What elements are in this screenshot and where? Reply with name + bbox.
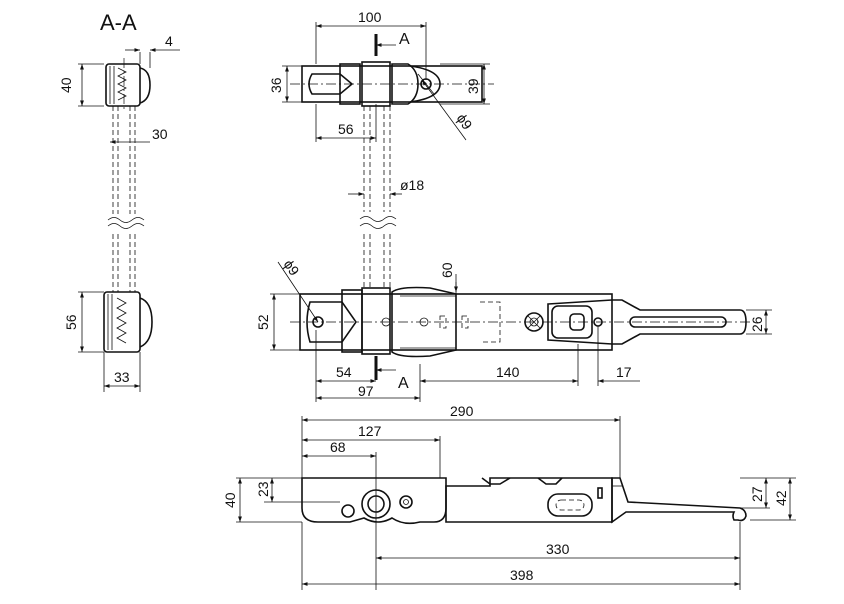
section-title: A-A: [100, 10, 137, 35]
dim-side-398: 398: [510, 567, 534, 583]
dim-front-97: 97: [358, 383, 374, 399]
section-dimensions: 40 4 30 56 33: [58, 33, 180, 392]
section-upper-part: [105, 58, 151, 112]
dim-sec-33: 33: [114, 369, 130, 385]
top-shaft: [359, 106, 397, 290]
dim-side-127: 127: [358, 423, 382, 439]
side-latch-body: [301, 477, 613, 525]
dim-top-56: 56: [338, 121, 354, 137]
dim-front-54: 54: [336, 364, 352, 380]
section-marker-top: A: [399, 31, 410, 48]
front-handle: [290, 299, 756, 345]
section-lower-part: [103, 291, 153, 353]
dim-top-36: 36: [268, 77, 284, 93]
dim-front-26: 26: [749, 316, 765, 332]
dim-side-27: 27: [749, 486, 765, 502]
section-cut-bottom: A: [374, 356, 409, 392]
section-cut-top: A: [374, 31, 410, 56]
dim-sec-30: 30: [152, 126, 168, 142]
top-hinge-body: [290, 61, 494, 107]
section-view: A-A: [58, 10, 180, 392]
dim-front-52: 52: [255, 314, 271, 330]
dim-top-39: 39: [465, 78, 481, 94]
dim-front-17: 17: [616, 364, 632, 380]
dim-front-60: 60: [439, 262, 455, 278]
side-view: 290 127 68 40 23 27 42 330: [222, 403, 796, 590]
front-view: A ϕ9 60 52 26 54 140 17: [255, 257, 772, 402]
dim-side-23: 23: [255, 481, 271, 497]
section-shaft: [107, 106, 145, 292]
dim-sec-4: 4: [165, 33, 173, 49]
side-dimensions: 290 127 68 40 23 27 42 330: [222, 403, 796, 590]
dim-front-phi9: ϕ9: [281, 257, 303, 279]
dim-side-68: 68: [330, 439, 346, 455]
dim-front-140: 140: [496, 364, 520, 380]
top-dimensions: 100 36 39 56 ϕ9 ø18: [268, 9, 490, 196]
dim-side-290: 290: [450, 403, 474, 419]
dim-sec-40: 40: [58, 77, 74, 93]
top-view: A 100 36 39 56 ϕ9 ø18: [268, 9, 494, 290]
dim-side-330: 330: [546, 541, 570, 557]
dim-side-40: 40: [222, 492, 238, 508]
dim-top-phi9: ϕ9: [454, 111, 476, 133]
dim-top-100: 100: [358, 9, 382, 25]
dim-sec-56: 56: [63, 314, 79, 330]
dim-side-42: 42: [773, 490, 789, 506]
section-marker-bottom: A: [398, 375, 409, 392]
dim-top-phi18: ø18: [400, 177, 424, 193]
front-dimensions: ϕ9 60 52 26 54 140 17 97: [255, 257, 772, 402]
side-handle: [611, 477, 747, 524]
